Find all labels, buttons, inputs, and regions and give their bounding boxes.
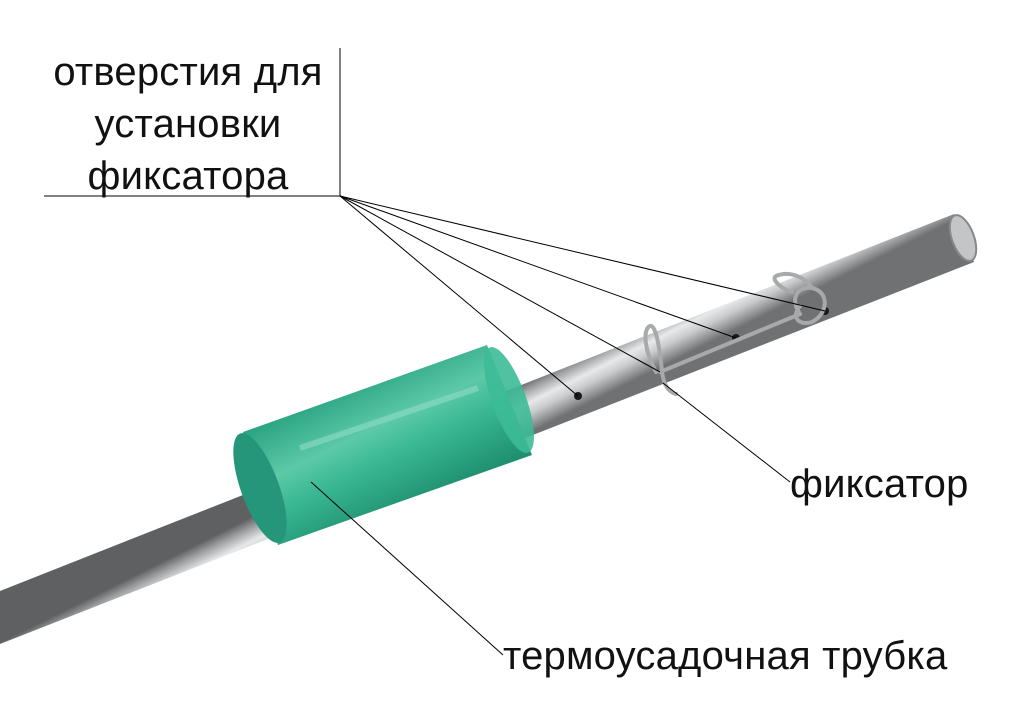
leader-line-hole-4	[340, 196, 825, 311]
clip-label: фиксатор	[790, 458, 969, 510]
leader-line-hole-2	[340, 196, 660, 372]
sleeve-label: термоусадочная трубка	[503, 630, 947, 682]
leader-line-sleeve	[311, 482, 503, 655]
holes-label: отверстия для установки фиксатора	[38, 46, 338, 202]
holes-label-line-2: установки	[38, 98, 338, 150]
leader-line-clip	[663, 383, 790, 482]
holes-label-line-1: отверстия для	[38, 46, 338, 98]
leader-line-hole-3	[340, 196, 736, 338]
holes-label-line-3: фиксатора	[38, 150, 338, 202]
heat-shrink-sleeve	[222, 342, 544, 549]
